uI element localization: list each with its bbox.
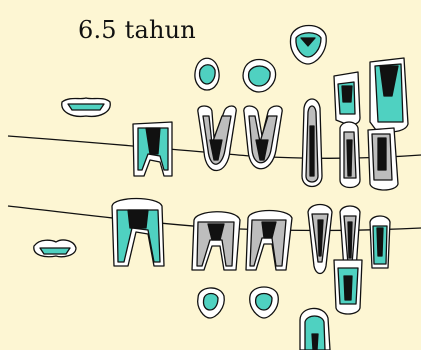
lower-primary-incisor-right xyxy=(250,287,279,318)
upper-primary-molar-first xyxy=(334,72,360,125)
lower-primary-incisor-left xyxy=(198,288,225,318)
upper-permanent-canine xyxy=(302,99,322,187)
lower-permanent-canine xyxy=(308,205,332,274)
upper-primary-molar-left xyxy=(62,98,110,116)
upper-permanent-premolar-first xyxy=(198,106,236,171)
upper-primary-molar-second xyxy=(370,58,408,132)
upper-primary-canine xyxy=(290,26,326,65)
upper-permanent-incisor-central xyxy=(368,128,398,190)
lower-primary-canine xyxy=(300,308,330,350)
lower-permanent-molar xyxy=(112,199,164,267)
upper-permanent-premolar-second xyxy=(244,106,282,169)
lower-primary-molar-left xyxy=(34,240,76,257)
lower-primary-molar-first xyxy=(334,260,362,314)
lower-permanent-premolar-second xyxy=(246,211,292,271)
lower-permanent-incisor-central xyxy=(370,216,390,268)
upper-permanent-incisor-lateral xyxy=(340,122,360,188)
upper-primary-incisor-left xyxy=(195,58,219,90)
upper-permanent-molar xyxy=(133,122,172,176)
lower-permanent-premolar-first xyxy=(192,212,240,270)
upper-primary-incisor-center xyxy=(243,60,275,93)
